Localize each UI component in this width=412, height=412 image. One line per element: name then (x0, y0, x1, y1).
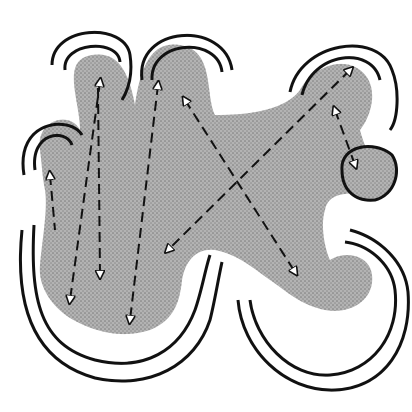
lobe-right-small-outline (342, 147, 397, 201)
shaded-body (40, 44, 374, 334)
